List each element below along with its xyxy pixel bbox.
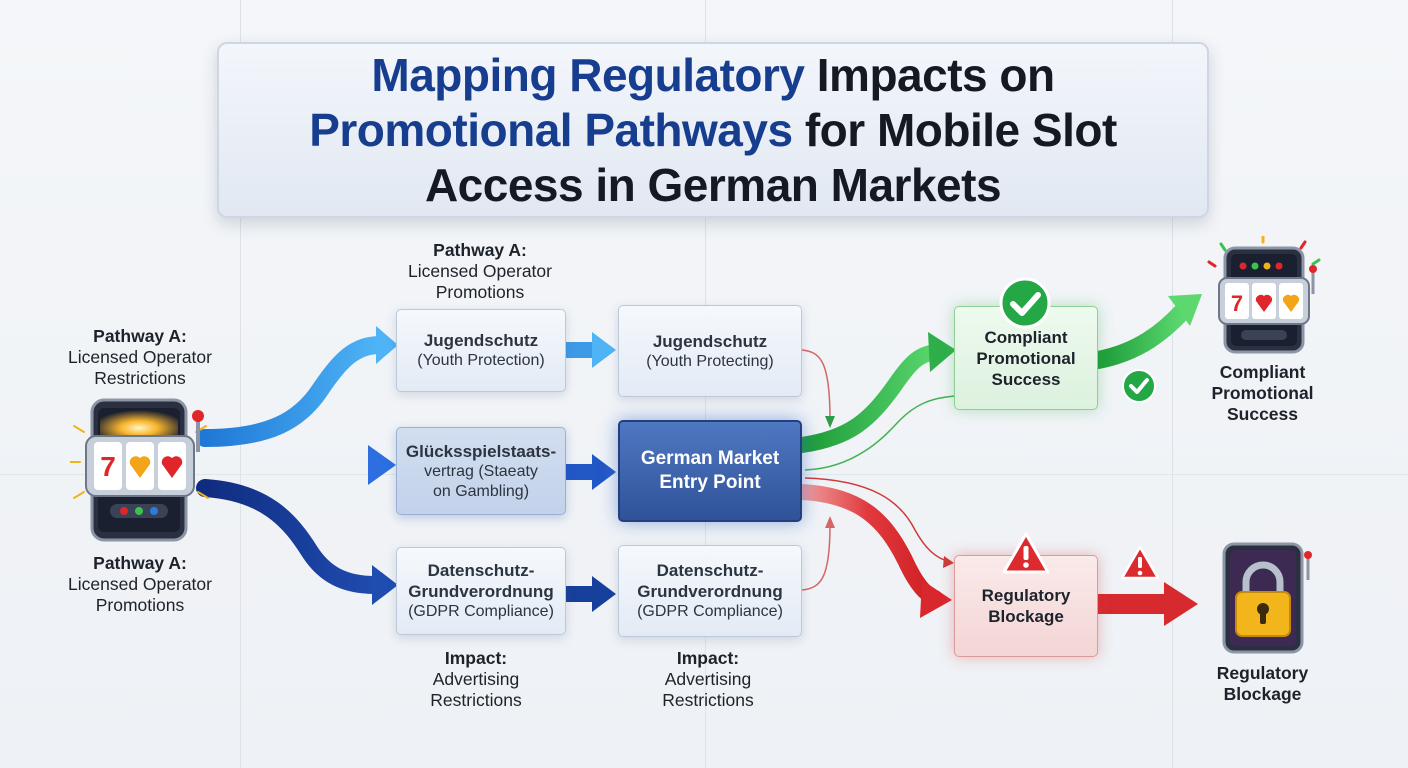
label-line: Restrictions [662,690,754,710]
box-title: Blockage [988,607,1064,626]
locked-phone-icon [1222,542,1312,654]
label-line: Promotions [435,282,525,302]
warning-icon [1002,532,1050,574]
box-title: Success [991,369,1061,389]
box-subtitle: (Youth Protecting) [646,352,774,370]
label-heading: Regulatory [1216,663,1309,683]
arrow-to-datenschutz [196,479,384,594]
slot-machine-phone-icon: 7 [1207,236,1321,354]
box-subtitle: vertrag (Staeaty [424,462,538,480]
box-subtitle: on Gambling) [432,482,530,500]
box-title: Promotional [976,348,1076,368]
box-title: Grundverordnung [408,582,554,601]
svg-text:7: 7 [100,451,116,482]
box-subtitle: (Youth Protection) [417,352,545,369]
label-line: Restrictions [430,690,522,710]
box-subtitle: (GDPR Compliance) [408,603,554,620]
label-heading: Promotional [1211,383,1314,403]
arrow-head [368,445,396,485]
box-title: Datenschutz- [656,561,764,580]
warning-icon [1120,545,1160,580]
label-heading: Compliant [1219,362,1306,382]
label-line: Promotions [95,595,185,615]
label-line: Advertising [664,669,752,689]
datenschutz-box: Datenschutz- Grundverordnung (GDPR Compl… [396,547,566,635]
jugendschutz-box: Jugendschutz (Youth Protection) [396,309,566,392]
page-title: Mapping Regulatory Impacts on Promotiona… [309,48,1117,213]
arrow-head [928,332,956,372]
label-heading: Pathway A: [93,553,187,573]
gluecksspielstaatsvertrag-box: Glücksspielstaats- vertrag (Staeaty on G… [396,427,566,515]
svg-text:7: 7 [1231,291,1243,316]
label-line: Licensed Operator [68,574,212,594]
box-title: Entry Point [659,472,761,493]
title-text: Impacts on [804,48,1055,101]
arrow-to-blockage [794,484,943,606]
left-bottom-label: Pathway A: Licensed Operator Promotions [45,553,235,616]
arrow-head [592,332,616,368]
arrow-success-out [1089,303,1191,369]
box-title: Grundverordnung [637,582,783,601]
column1-bottom-label: Impact: Advertising Restrictions [380,648,572,711]
arrow-to-jugendschutz [196,336,389,447]
box-title: Jugendschutz [652,331,768,351]
grid-line [1172,0,1173,768]
grid-line [240,0,241,768]
arrow-head [1168,294,1202,326]
arrow-head [376,326,398,364]
label-line: Licensed Operator [408,261,552,281]
label-heading: Success [1226,404,1299,424]
german-market-entry-point: German Market Entry Point [618,420,802,522]
jugendschutz-box-2: Jugendschutz (Youth Protecting) [618,305,802,397]
title-panel: Mapping Regulatory Impacts on Promotiona… [217,42,1209,218]
box-title: Compliant [984,327,1068,347]
title-highlight: Promotional Pathways [309,103,793,156]
label-heading: Impact: [444,648,508,668]
arrow-head [592,454,616,490]
success-label: Compliant Promotional Success [1190,362,1335,425]
arrow-head [920,580,952,618]
blockage-label: Regulatory Blockage [1190,663,1335,705]
slot-machine-phone-icon: 7 [70,398,209,542]
box-title: Regulatory [981,586,1071,605]
box-subtitle: (GDPR Compliance) [637,603,783,620]
label-line: Restrictions [94,368,186,388]
left-top-label: Pathway A: Licensed Operator Restriction… [45,326,235,389]
label-line: Licensed Operator [68,347,212,367]
box-title: Jugendschutz [423,331,539,350]
title-text: Access in German Markets [424,158,1002,211]
check-icon [1122,369,1156,403]
arrow-to-success [794,344,948,453]
label-heading: Impact: [676,648,740,668]
arrow-head [372,565,398,605]
arrow-head [1164,582,1198,626]
arrow-head [592,576,616,612]
datenschutz-box-2: Datenschutz- Grundverordnung (GDPR Compl… [618,545,802,637]
label-heading: Blockage [1223,684,1302,704]
box-title: Glücksspielstaats- [405,441,557,461]
column1-top-label: Pathway A: Licensed Operator Promotions [380,240,580,303]
box-title: Datenschutz- [427,561,535,580]
label-heading: Pathway A: [93,326,187,346]
title-text: for Mobile Slot [792,103,1117,156]
title-highlight: Mapping Regulatory [371,48,805,101]
box-title: German Market [640,448,780,469]
check-icon [999,277,1051,329]
label-heading: Pathway A: [433,240,527,260]
column2-bottom-label: Impact: Advertising Restrictions [612,648,804,711]
label-line: Advertising [432,669,520,689]
